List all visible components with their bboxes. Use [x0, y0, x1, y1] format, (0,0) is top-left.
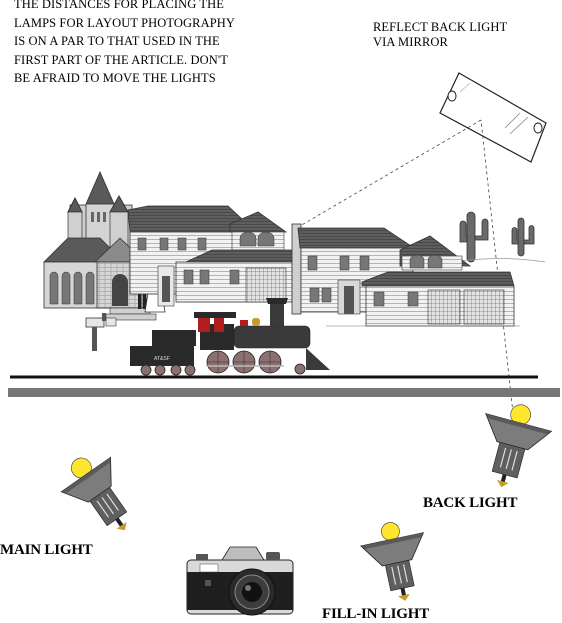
- camera-icon: [186, 546, 294, 616]
- intro-text: THE DISTANCES FOR PLACING THE LAMPS FOR …: [14, 0, 235, 88]
- fill-in-light-lamp: [359, 522, 425, 601]
- tender-lettering: AT&SF: [154, 356, 170, 362]
- mailbox: [85, 313, 117, 351]
- intro-line-1: THE DISTANCES FOR PLACING THE: [14, 0, 225, 11]
- back-light-lamp: [485, 404, 553, 488]
- house-two-story: [127, 205, 293, 307]
- house-right: [291, 223, 520, 327]
- intro-line-2: LAMPS FOR LAYOUT PHOTOGRAPHY: [14, 15, 236, 30]
- mirror-label-line-1: REFLECT BACK LIGHT: [373, 20, 508, 34]
- cactus-large: [459, 211, 489, 263]
- intro-line-5: BE AFRAID TO MOVE THE LIGHTS: [14, 71, 216, 85]
- cactus-small: [511, 217, 535, 257]
- mirror: [439, 72, 547, 163]
- light-beam-lines: [299, 119, 514, 414]
- mirror-label: REFLECT BACK LIGHT VIA MIRROR: [373, 20, 507, 50]
- mirror-label-line-2: VIA MIRROR: [373, 35, 448, 49]
- main-light-lamp: [60, 456, 128, 531]
- intro-line-4: FIRST PART OF THE ARTICLE. DON'T: [14, 52, 228, 67]
- back-light-label: BACK LIGHT: [423, 495, 518, 511]
- main-light-label: MAIN LIGHT: [0, 542, 93, 558]
- layout-edge: [8, 388, 560, 397]
- locomotive: AT&SF: [130, 298, 330, 376]
- fill-in-light-label: FILL-IN LIGHT: [322, 606, 430, 622]
- intro-line-3: IS ON A PAR TO THAT USED IN THE: [14, 34, 220, 48]
